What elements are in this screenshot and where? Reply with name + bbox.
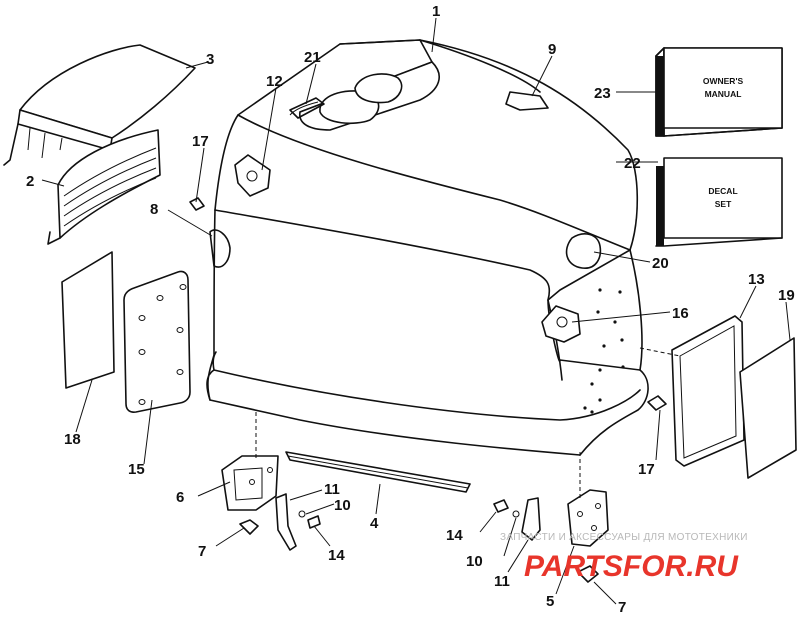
callout-20: 20 [652,255,669,272]
part-3-cover-lid [3,44,196,166]
part-4-seal-strip [285,451,471,493]
callout-14-right: 14 [446,527,463,544]
callout-4: 4 [370,515,379,532]
part-23-owners-manual: OWNER'S MANUAL [655,47,783,137]
decal-set-line1: DECAL [708,186,737,196]
callout-16: 16 [672,305,689,322]
part-18-seal-plate [61,251,115,389]
part-10-washer-right [512,510,520,518]
part-17-screw-right [647,395,667,411]
part-17-screw-left [189,197,205,211]
callout-18: 18 [64,431,81,448]
leader-lines [41,17,791,605]
callout-10-left: 10 [334,497,351,514]
part-7-bumper-left [239,519,259,535]
callout-labels: 1 2 3 4 5 6 7 7 8 9 10 10 11 11 12 13 14… [26,3,795,616]
callout-17-right: 17 [638,461,655,478]
callout-10-right: 10 [466,553,483,570]
callout-9: 9 [548,41,556,58]
part-11-bracket-right [521,497,541,541]
part-21-seal [289,97,325,119]
callout-21: 21 [304,49,321,66]
callout-3: 3 [206,51,214,68]
callout-11-right: 11 [494,573,510,590]
callout-12: 12 [266,73,283,90]
part-2-grille [47,129,161,245]
part-5-hinge-right [567,489,609,547]
callout-1: 1 [432,3,440,20]
part-22-decal-set: DECAL SET [655,157,783,247]
part-13-gasket-frame [671,315,745,467]
part-6-hinge-left [221,455,279,511]
part-12-knob [234,154,271,197]
callout-2: 2 [26,173,34,190]
callout-5: 5 [546,593,554,610]
part-11-bracket-left [275,493,297,551]
callout-6: 6 [176,489,184,506]
owners-manual-line1: OWNER'S [703,76,744,86]
callout-14-left: 14 [328,547,345,564]
part-7-bumper-right [577,565,599,583]
part-14-screw-left [307,515,321,529]
callout-8: 8 [150,201,158,218]
watermark: ЗАПЧАСТИ И АКСЕССУАРЫ ДЛЯ МОТОТЕХНИКИ PA… [500,532,748,583]
callout-17-left: 17 [192,133,209,150]
callout-23: 23 [594,85,611,102]
callout-19: 19 [778,287,795,304]
owners-manual-line2: MANUAL [705,89,742,99]
part-14-screw-right [493,499,509,513]
part-15-gasket [123,270,191,413]
callout-22: 22 [624,155,641,172]
part-9-seal [505,91,549,111]
watermark-brand: PARTSFOR.RU [524,550,739,583]
part-20-pad [565,233,602,269]
callout-13: 13 [748,271,765,288]
callout-15: 15 [128,461,145,478]
decal-set-line2: SET [715,199,732,209]
callout-7-left: 7 [198,543,206,560]
part-19-plate [739,337,797,479]
callout-11-left: 11 [324,481,340,498]
part-8-pad [209,229,231,268]
part-1-motor-cover [206,39,649,456]
callout-7-right: 7 [618,599,626,616]
part-16-latch-plate [541,305,581,343]
part-10-washer-left [298,510,306,518]
watermark-tagline: ЗАПЧАСТИ И АКСЕССУАРЫ ДЛЯ МОТОТЕХНИКИ [500,532,748,543]
